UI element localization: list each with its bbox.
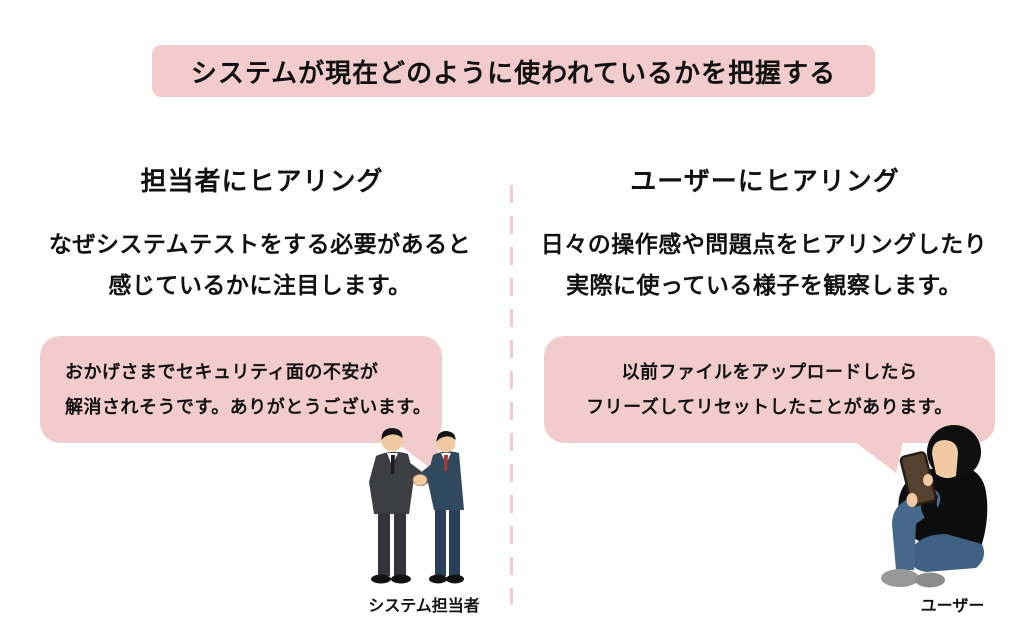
right-illustration-caption: ユーザー (920, 598, 985, 615)
left-description-line-2: 感じているかに注目します。 (108, 272, 412, 298)
left-bubble-line-1: おかげさまでセキュリティ面の不安が (65, 361, 379, 382)
person-sitting-with-tablet-icon (881, 425, 988, 588)
hand-lower (906, 493, 918, 507)
two-businessmen-handshake-icon (369, 428, 464, 584)
sitting-user (881, 425, 988, 588)
right-bubble-line-1: 以前ファイルをアップロードしたら (621, 361, 918, 382)
title-banner: システムが現在どのように使われているかを把握する (152, 45, 875, 97)
left-column-description: なぜシステムテストをする必要があると 感じているかに注目します。 (28, 224, 492, 306)
businessman-dark-suit (369, 428, 426, 584)
businessman-navy-suit (418, 431, 464, 584)
page-title: システムが現在どのように使われているかを把握する (190, 57, 837, 88)
left-speech-bubble-tail (390, 438, 442, 471)
right-speech-bubble-tail (850, 438, 904, 473)
handshake (412, 474, 428, 486)
right-description-line-1: 日々の操作感や問題点をヒアリングしたり (540, 231, 988, 257)
sock-back (881, 569, 919, 587)
face (932, 440, 958, 479)
left-column-heading: 担当者にヒアリング (140, 166, 384, 196)
left-bubble-line-2: 解消されそうです。ありがとうございます。 (65, 396, 432, 417)
right-column-description: 日々の操作感や問題点をヒアリングしたり 実際に使っている様子を観察します。 (532, 224, 996, 306)
column-divider (510, 185, 513, 605)
right-speech-bubble: 以前ファイルをアップロードしたら フリーズしてリセットしたことがあります。 (544, 336, 995, 443)
left-illustration-caption: システム担当者 (368, 598, 480, 615)
right-description-line-2: 実際に使っている様子を観察します。 (565, 272, 963, 298)
right-column-heading: ユーザーにヒアリング (630, 166, 900, 196)
left-description-line-1: なぜシステムテストをする必要があると (48, 231, 472, 257)
right-bubble-line-2: フリーズしてリセットしたことがあります。 (586, 396, 953, 417)
folded-leg (909, 534, 984, 572)
left-speech-bubble: おかげさまでセキュリティ面の不安が 解消されそうです。ありがとうございます。 (40, 336, 442, 443)
hand-upper (923, 474, 933, 486)
sock-front (915, 572, 945, 588)
